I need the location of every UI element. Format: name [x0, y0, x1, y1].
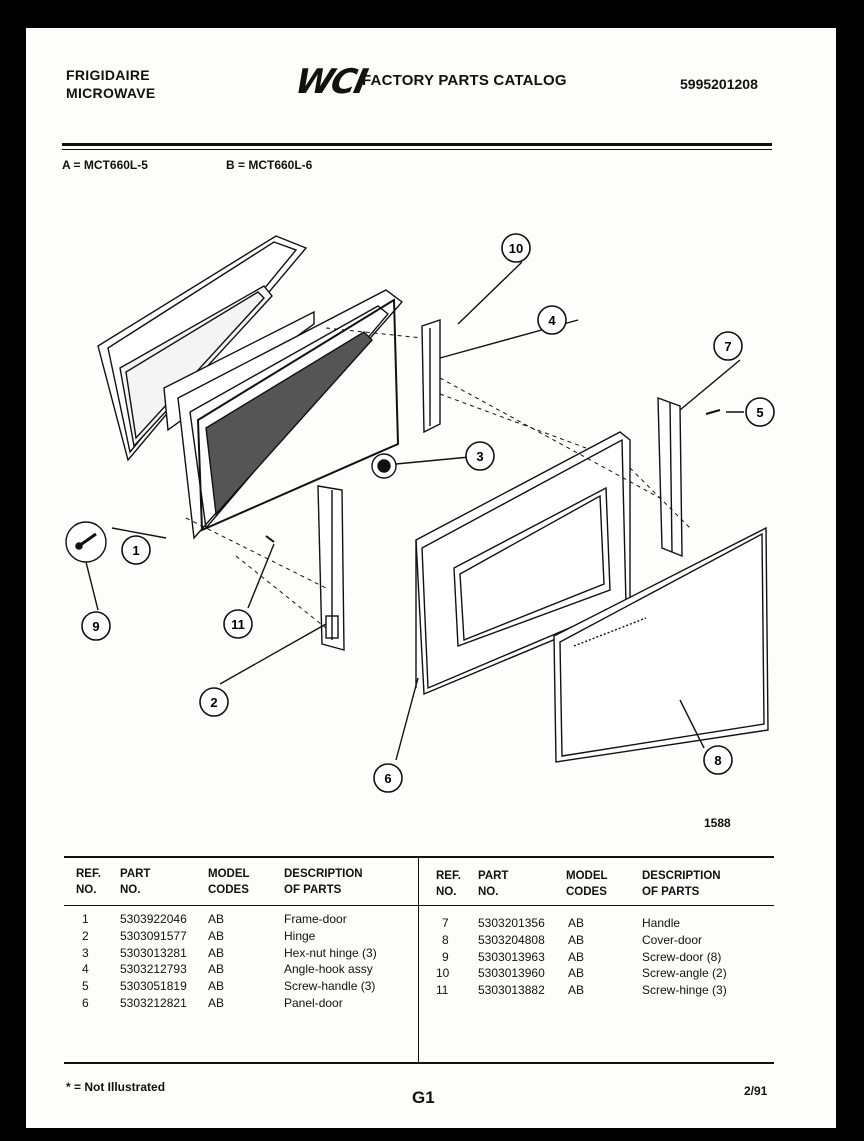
- screw-door-part: [65, 521, 107, 563]
- brand-name: FRIGIDAIRE: [66, 67, 150, 83]
- svg-text:4: 4: [548, 313, 556, 328]
- svg-text:9: 9: [92, 619, 99, 634]
- svg-text:5: 5: [756, 405, 763, 420]
- model-b: B = MCT660L-6: [226, 158, 313, 172]
- table-rule-bottom: [64, 1062, 774, 1064]
- callout-3: 3: [465, 441, 495, 471]
- page-id: G1: [412, 1088, 435, 1107]
- callout-9: 9: [81, 611, 111, 641]
- footnote: * = Not Illustrated: [66, 1080, 166, 1094]
- svg-text:1: 1: [132, 543, 139, 558]
- catalog-number: 5995201208: [680, 76, 758, 92]
- callout-group: 10 4 3 7 5 1 9 11 2 6 8: [81, 233, 775, 793]
- svg-text:3: 3: [476, 449, 483, 464]
- header-rule-thin: [62, 149, 772, 150]
- exploded-diagram: 10 4 3 7 5 1 9 11 2 6 8: [65, 233, 775, 793]
- svg-text:11: 11: [231, 617, 245, 632]
- table-rule-header: [64, 905, 774, 906]
- catalog-title: FACTORY PARTS CATALOG: [362, 72, 567, 89]
- table-rule-top: [64, 856, 774, 858]
- callout-10: 10: [501, 233, 531, 263]
- model-a: A = MCT660L-5: [62, 158, 148, 172]
- callout-8: 8: [703, 745, 733, 775]
- callout-5: 5: [745, 397, 775, 427]
- table-divider: [418, 856, 419, 1064]
- product-line: MICROWAVE: [66, 85, 156, 101]
- screw-handle-part: [705, 409, 721, 415]
- handle-part: [657, 359, 741, 558]
- header-rule: [62, 143, 772, 146]
- brand-block: FRIGIDAIRE MICROWAVE: [66, 66, 156, 102]
- callout-11: 11: [223, 609, 253, 639]
- col-header-ref-left: REF.NO.: [76, 868, 101, 896]
- svg-text:8: 8: [714, 753, 721, 768]
- svg-text:2: 2: [210, 695, 217, 710]
- catalog-page: FRIGIDAIRE MICROWAVE WCI FACTORY PARTS C…: [26, 28, 836, 1128]
- col-header-ref-right: REF.NO.: [436, 870, 461, 898]
- hex-nut-part: [371, 453, 481, 479]
- callout-1: 1: [121, 535, 151, 565]
- inner-door-part: [177, 289, 404, 540]
- callout-4: 4: [537, 305, 567, 335]
- cover-door-part: [553, 526, 769, 763]
- angle-hook-part: [421, 319, 579, 434]
- callout-6: 6: [373, 763, 403, 793]
- revision-date: 2/91: [744, 1084, 768, 1098]
- screw-hinge-part: [265, 535, 275, 543]
- svg-text:6: 6: [384, 771, 391, 786]
- figure-number: 1588: [704, 816, 731, 830]
- svg-text:7: 7: [724, 339, 731, 354]
- callout-2: 2: [199, 687, 229, 717]
- svg-text:10: 10: [509, 241, 523, 256]
- callout-7: 7: [713, 331, 743, 361]
- hinge-part: [317, 485, 345, 651]
- frame-door-part: [97, 235, 308, 462]
